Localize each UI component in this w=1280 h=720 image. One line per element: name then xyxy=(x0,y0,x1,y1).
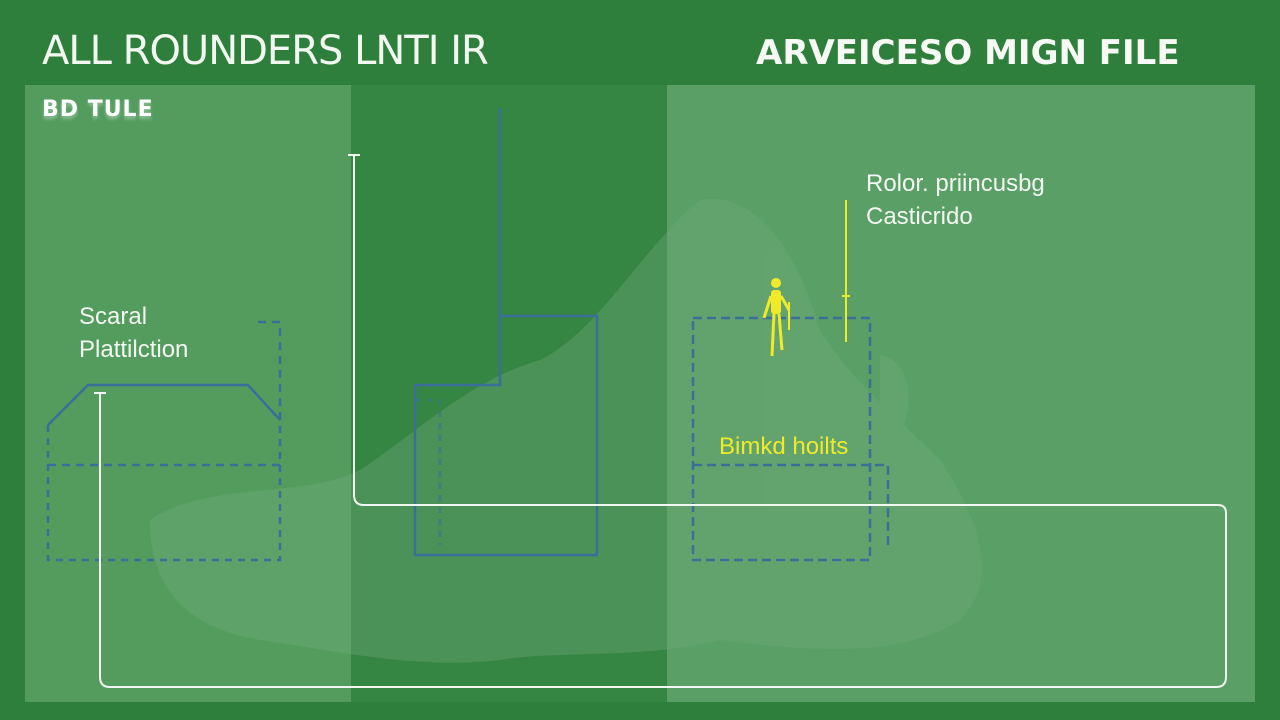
highlight-pointer xyxy=(842,200,850,342)
header-left-title: ALL ROUNDERS LNTI IR xyxy=(42,28,489,74)
left-label: Scaral Plattilction xyxy=(79,300,188,366)
right-label-line2: Casticrido xyxy=(866,203,973,230)
middle-outline-box xyxy=(413,108,599,557)
header-right-title: ARVEICESO MIGN FILE xyxy=(756,33,1180,73)
left-label-line2: Plattilction xyxy=(79,336,189,363)
left-outline-box xyxy=(46,320,282,562)
left-label-line1: Scaral xyxy=(79,303,148,330)
right-outline-box xyxy=(691,316,890,562)
panel-right xyxy=(667,85,1255,702)
panel-middle xyxy=(351,85,667,702)
background-map-shape xyxy=(150,199,982,663)
highlight-label: Bimkd hoilts xyxy=(719,433,849,460)
panel-left-subtitle: BD TULE xyxy=(42,97,154,122)
right-label: Rolor. priincusbg Casticrido xyxy=(866,167,1045,233)
right-label-line1: Rolor. priincusbg xyxy=(866,170,1045,197)
person-figure-icon xyxy=(762,278,791,357)
connector-lines xyxy=(94,154,1227,688)
